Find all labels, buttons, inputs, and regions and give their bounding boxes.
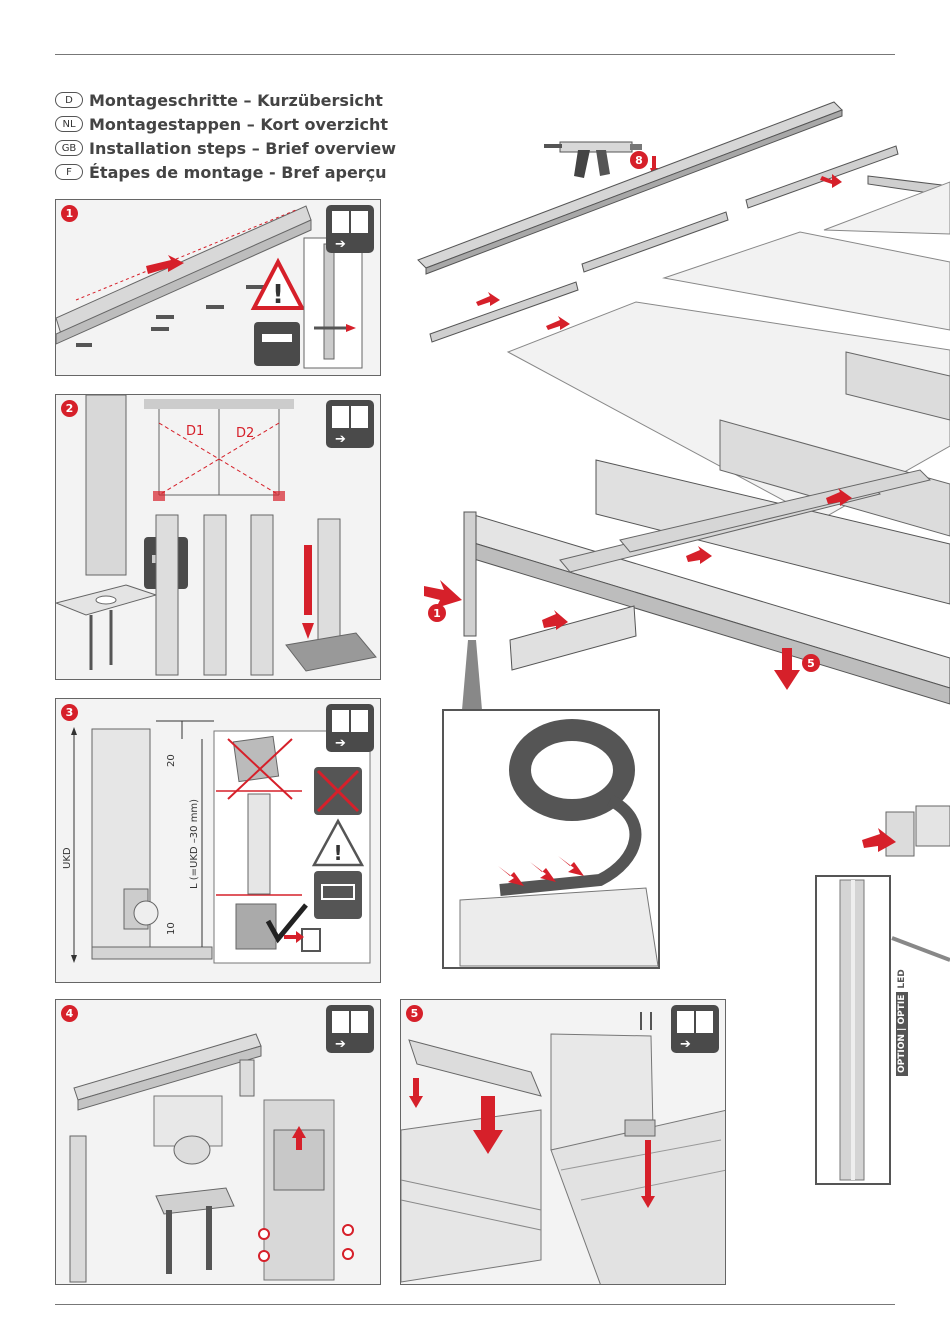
step-4-panel: 4 ➔ <box>55 999 381 1285</box>
dimension-label-length: L (=UKD –30 mm) <box>189 799 200 889</box>
svg-text:!: ! <box>333 841 342 865</box>
language-heading-de: D Montageschritte – Kurzübersicht <box>55 88 396 112</box>
language-title: Installation steps – Brief overview <box>89 139 396 158</box>
dimension-label-ukd: UKD <box>62 847 73 869</box>
diagonal-label-d1: D1 <box>186 424 204 439</box>
callout-5: 5 <box>807 657 815 670</box>
led-label: LED <box>897 969 907 988</box>
language-title: Étapes de montage - Bref aperçu <box>89 163 387 182</box>
language-code-badge: NL <box>55 116 83 132</box>
caulk-gun-icon <box>544 142 642 178</box>
manual-book-icon: ➔ <box>326 704 374 752</box>
language-code-badge: GB <box>55 140 83 156</box>
language-code-badge: D <box>55 92 83 108</box>
top-rule <box>55 54 895 55</box>
option-led-tag: OPTION | OPTIE LED <box>896 969 908 1076</box>
language-heading-list: D Montageschritte – Kurzübersicht NL Mon… <box>55 88 396 184</box>
manual-book-icon: ➔ <box>671 1005 719 1053</box>
dimension-label-10: 10 <box>166 922 177 935</box>
language-code-badge: F <box>55 164 83 180</box>
language-heading-nl: NL Montagestappen – Kort overzicht <box>55 112 396 136</box>
step-number-badge: 3 <box>61 704 78 721</box>
language-heading-gb: GB Installation steps – Brief overview <box>55 136 396 160</box>
step-2-panel: 2 ➔ D1 D2 <box>55 394 381 680</box>
dimension-label-20: 20 <box>166 754 177 767</box>
exploded-overview-illustration: 8 1 5 <box>390 90 950 1320</box>
step-3-panel: 3 ➔ UKD 20 L (=UKD –30 mm) 10 <box>55 698 381 983</box>
diagonal-label-d2: D2 <box>236 426 254 441</box>
manual-book-icon: ➔ <box>326 205 374 253</box>
callout-8: 8 <box>635 154 643 167</box>
tool-icon <box>254 322 300 366</box>
step-number-badge: 2 <box>61 400 78 417</box>
step-number-badge: 1 <box>61 205 78 222</box>
svg-text:!: ! <box>272 280 284 310</box>
manual-book-icon: ➔ <box>326 1005 374 1053</box>
language-title: Montageschritte – Kurzübersicht <box>89 91 383 110</box>
option-label: OPTION | OPTIE <box>896 992 908 1076</box>
callout-1: 1 <box>433 607 441 620</box>
language-heading-f: F Étapes de montage - Bref aperçu <box>55 160 396 184</box>
manual-book-icon: ➔ <box>326 400 374 448</box>
step-number-badge: 5 <box>406 1005 423 1022</box>
language-title: Montagestappen – Kort overzicht <box>89 115 388 134</box>
step-number-badge: 4 <box>61 1005 78 1022</box>
step-1-panel: 1 ➔ ! <box>55 199 381 376</box>
